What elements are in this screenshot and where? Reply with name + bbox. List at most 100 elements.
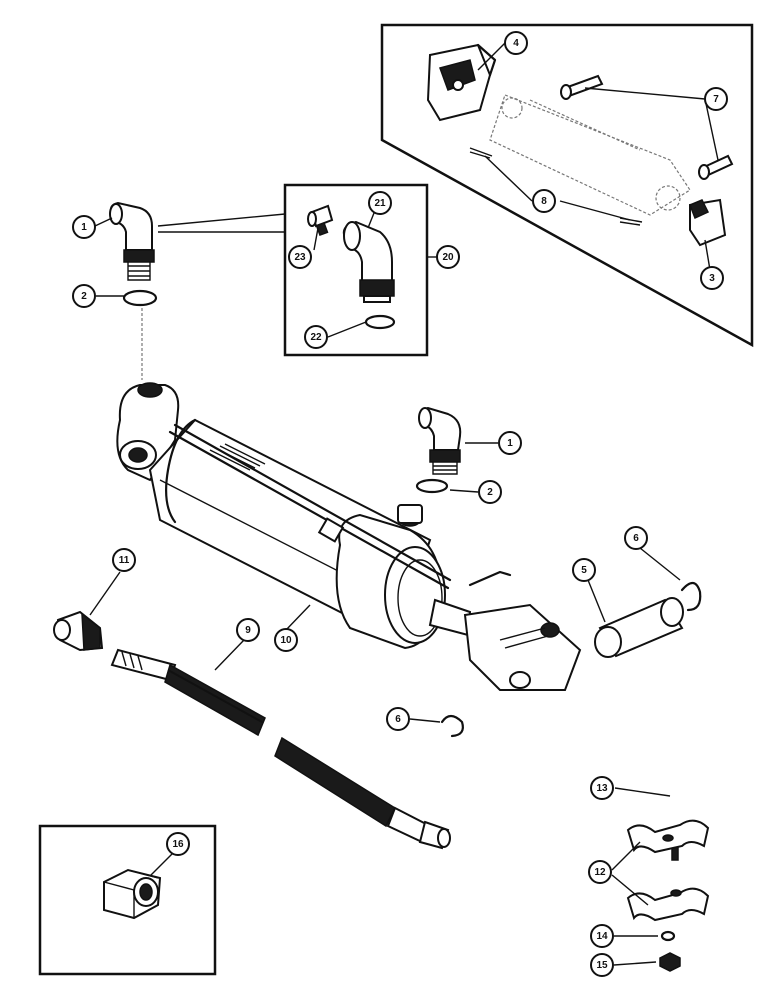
callout-number: 14 bbox=[596, 931, 608, 942]
washer-part-14 bbox=[660, 930, 676, 942]
callout-circle bbox=[274, 628, 298, 652]
callout-number: 7 bbox=[713, 94, 719, 105]
callout-circle bbox=[304, 325, 328, 349]
inset-frame-top-right bbox=[380, 23, 754, 348]
callout-number: 13 bbox=[596, 783, 608, 794]
callout-circle bbox=[288, 245, 312, 269]
callout-c7: 7 bbox=[704, 87, 728, 111]
callout-circle bbox=[72, 284, 96, 308]
oring-part-22 bbox=[364, 314, 396, 330]
callout-number: 16 bbox=[172, 839, 184, 850]
callout-c4: 4 bbox=[504, 31, 528, 55]
elbow-fitting-part-1-right bbox=[418, 406, 462, 475]
pin-part-5 bbox=[594, 597, 684, 658]
callout-number: 10 bbox=[280, 635, 292, 646]
callout-number: 2 bbox=[81, 291, 87, 302]
callout-c2b: 2 bbox=[478, 480, 502, 504]
pin-part-7-lower bbox=[698, 154, 734, 180]
bracket-part-4 bbox=[426, 43, 497, 122]
clamp-part-12-lower bbox=[626, 887, 710, 922]
leader-4 bbox=[477, 42, 506, 71]
hydraulic-cylinder-part-10 bbox=[116, 382, 582, 691]
inset-frame-nut bbox=[38, 824, 217, 976]
leader-3 bbox=[704, 239, 711, 271]
inset-frame-elbow bbox=[283, 183, 429, 357]
callout-number: 4 bbox=[513, 38, 519, 49]
oring-part-2-right bbox=[415, 478, 449, 494]
inset-elbow-kit bbox=[157, 183, 437, 357]
elbow-part-21 bbox=[342, 220, 395, 303]
bracket-part-3 bbox=[689, 198, 727, 247]
inset-mounting-hardware bbox=[380, 23, 754, 348]
callout-c6b: 6 bbox=[386, 707, 410, 731]
leader-11 bbox=[89, 571, 121, 616]
callout-c1b: 1 bbox=[498, 431, 522, 455]
callout-circle bbox=[386, 707, 410, 731]
callout-c16: 16 bbox=[166, 832, 190, 856]
callout-c14: 14 bbox=[590, 924, 614, 948]
callout-number: 20 bbox=[442, 252, 454, 263]
fitting-part-11 bbox=[53, 610, 104, 652]
callout-circle bbox=[624, 526, 648, 550]
callout-c10: 10 bbox=[274, 628, 298, 652]
callout-c12: 12 bbox=[588, 860, 612, 884]
nut-part-16 bbox=[103, 868, 162, 920]
callout-circle bbox=[588, 860, 612, 884]
callout-c5: 5 bbox=[572, 558, 596, 582]
leader-5 bbox=[587, 579, 606, 623]
callout-number: 1 bbox=[81, 222, 87, 233]
leader-2-right bbox=[449, 489, 479, 493]
callout-c23: 23 bbox=[288, 245, 312, 269]
leader-elbow-to-inset bbox=[157, 213, 286, 233]
callout-c6a: 6 bbox=[624, 526, 648, 550]
callout-number: 1 bbox=[507, 438, 513, 449]
ghost-cylinder-outline bbox=[489, 94, 691, 216]
callout-c1a: 1 bbox=[72, 215, 96, 239]
leader-1-top bbox=[94, 217, 113, 227]
callout-circle bbox=[112, 548, 136, 572]
callout-circle bbox=[166, 832, 190, 856]
callout-c3: 3 bbox=[700, 266, 724, 290]
callout-number: 3 bbox=[709, 273, 715, 284]
callout-number: 6 bbox=[633, 533, 639, 544]
callout-number: 2 bbox=[487, 487, 493, 498]
leader-13 bbox=[614, 787, 671, 797]
hose-part-9 bbox=[110, 648, 451, 850]
callout-number: 22 bbox=[310, 332, 322, 343]
callout-circle bbox=[498, 431, 522, 455]
restrictor-part-23 bbox=[307, 204, 334, 237]
callout-c22: 22 bbox=[304, 325, 328, 349]
callout-number: 15 bbox=[596, 960, 608, 971]
leader-23 bbox=[313, 227, 319, 251]
callout-circle bbox=[478, 480, 502, 504]
callout-circle bbox=[704, 87, 728, 111]
oring-part-2-top bbox=[122, 289, 158, 307]
callout-circle bbox=[590, 953, 614, 977]
callout-circle bbox=[504, 31, 528, 55]
callout-c9: 9 bbox=[236, 618, 260, 642]
callout-circle bbox=[436, 245, 460, 269]
snap-ring-part-6-lower bbox=[440, 714, 464, 738]
leader-10 bbox=[285, 604, 311, 631]
callout-number: 8 bbox=[541, 196, 547, 207]
leader-7 bbox=[584, 87, 719, 161]
callout-c21: 21 bbox=[368, 191, 392, 215]
callout-c13: 13 bbox=[590, 776, 614, 800]
leader-6-lower bbox=[409, 718, 441, 723]
clamp-part-12-upper bbox=[626, 819, 710, 854]
callout-number: 5 bbox=[581, 565, 587, 576]
leader-15 bbox=[613, 961, 657, 966]
callout-circle bbox=[590, 776, 614, 800]
callout-number: 9 bbox=[245, 625, 251, 636]
callout-circle bbox=[590, 924, 614, 948]
callout-number: 23 bbox=[294, 252, 306, 263]
snap-ring-part-6-upper bbox=[680, 581, 702, 612]
callout-number: 12 bbox=[594, 867, 606, 878]
leader-9 bbox=[214, 639, 245, 671]
callout-number: 21 bbox=[374, 198, 386, 209]
leader-22 bbox=[327, 321, 367, 338]
leader-6-upper bbox=[639, 547, 681, 581]
callout-c8: 8 bbox=[532, 189, 556, 213]
